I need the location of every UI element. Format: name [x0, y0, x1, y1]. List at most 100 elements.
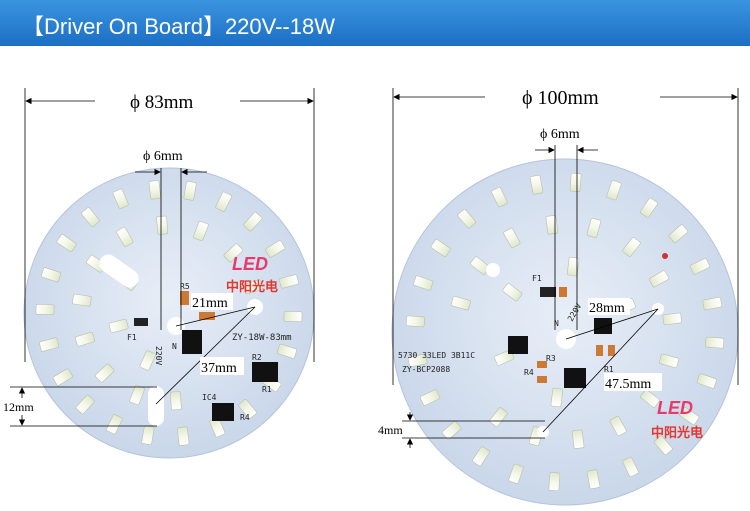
left-resistor-2 — [180, 291, 189, 305]
left-silk-n: N — [172, 342, 177, 351]
right-ic-chip-1 — [508, 336, 528, 354]
left-dimensions: ϕ 83mm ϕ 6mm 21mm 37mm 12mm — [3, 88, 315, 427]
led-chip — [606, 180, 622, 201]
led-chip — [609, 415, 627, 437]
led-chip — [545, 215, 559, 235]
right-silk-r1: R1 — [604, 365, 614, 374]
right-dim-47: 47.5mm — [605, 377, 651, 392]
right-led-array — [405, 172, 725, 492]
right-dim-28: 28mm — [589, 301, 625, 316]
led-chip — [508, 463, 524, 484]
led-chip — [430, 239, 451, 257]
led-chip — [148, 180, 161, 200]
led-chip — [569, 172, 582, 192]
led-chip — [108, 318, 129, 333]
left-ic-chip-2 — [252, 362, 278, 382]
led-chip — [571, 429, 585, 449]
left-hole-label: ϕ 6mm — [143, 149, 183, 164]
right-ic-chip-3 — [564, 368, 586, 388]
left-silk-r5: R5 — [180, 282, 190, 291]
right-silk-r4: R4 — [524, 368, 534, 377]
right-fuse — [540, 287, 556, 297]
led-chip — [193, 220, 209, 242]
led-chip — [662, 312, 682, 326]
right-dimensions: ϕ 100mm ϕ 6mm 28mm 47.5mm 4mm — [378, 87, 739, 448]
led-chip — [112, 188, 129, 209]
led-chip — [243, 279, 264, 295]
left-slot-cutout — [99, 254, 139, 288]
logo-led-text-2: LED — [657, 398, 693, 418]
led-chip — [41, 267, 62, 283]
right-resistor-4 — [596, 345, 603, 356]
led-chip — [472, 446, 490, 467]
led-chip — [95, 363, 115, 383]
led-chip — [653, 435, 673, 456]
right-silk-f1: F1 — [532, 274, 542, 283]
right-board: 5730 33LED 3B11C ZY-BCP2088 220V R3 R4 R… — [391, 158, 739, 506]
led-chip — [503, 227, 521, 249]
left-dim-37: 37mm — [201, 361, 237, 376]
led-chip — [74, 331, 95, 347]
header-banner: 【Driver On Board】220V--18W — [0, 0, 750, 46]
led-chip — [52, 368, 73, 386]
led-chip — [548, 472, 561, 492]
left-pcb-label: ZY-18W-83mm — [232, 333, 292, 343]
led-chip — [39, 337, 60, 352]
led-chip — [679, 407, 700, 425]
right-dim-4: 4mm — [378, 423, 403, 437]
led-chip — [156, 215, 169, 235]
led-chip — [35, 304, 55, 316]
led-chip — [640, 389, 660, 408]
left-diameter-label: ϕ 83mm — [130, 92, 194, 113]
led-chip — [169, 391, 182, 411]
led-chip — [238, 399, 257, 419]
led-chip — [640, 197, 658, 218]
right-resistor-3 — [537, 376, 547, 383]
led-chip — [265, 240, 286, 258]
left-ic-chip-3 — [212, 403, 234, 421]
led-chip — [566, 256, 580, 277]
left-ic-chip — [182, 330, 202, 354]
right-pcb-label-1: 5730 33LED 3B11C — [398, 351, 475, 360]
led-chip — [177, 426, 190, 446]
left-led-array — [35, 180, 303, 446]
right-diameter-label: ϕ 100mm — [522, 87, 599, 109]
logo-cn-text-2: 中阳光电 — [651, 425, 703, 441]
led-chip — [75, 394, 95, 415]
led-chip — [689, 258, 710, 275]
led-chip — [405, 315, 425, 328]
left-dim-12: 12mm — [3, 400, 34, 414]
left-silk-r2: R2 — [252, 353, 262, 362]
right-resistor-1 — [559, 287, 567, 297]
left-silk-ic4: IC4 — [202, 393, 217, 402]
logo-left: LED 中阳光电 — [226, 254, 278, 295]
led-chip — [420, 389, 441, 406]
left-dim-21: 21mm — [192, 296, 228, 311]
right-hole-label: ϕ 6mm — [540, 127, 580, 142]
led-chip — [705, 336, 725, 349]
left-silk-r4: R4 — [240, 413, 250, 422]
led-chip — [529, 174, 544, 195]
left-resistor — [199, 312, 215, 320]
led-chip — [413, 275, 434, 291]
led-chip — [407, 353, 428, 368]
led-chip — [502, 283, 523, 302]
led-chip — [586, 217, 602, 238]
logo-led-text: LED — [232, 254, 268, 274]
led-chip — [106, 414, 123, 435]
led-chip — [622, 456, 639, 477]
right-marker-dot — [662, 253, 668, 259]
left-mount-slot — [148, 386, 164, 426]
led-chip — [586, 469, 601, 490]
led-chip — [696, 373, 717, 389]
led-chip — [457, 208, 477, 229]
led-chip — [648, 270, 670, 288]
led-chip — [215, 191, 232, 212]
led-chip — [550, 387, 564, 408]
led-chip — [702, 296, 723, 311]
logo-cn-text: 中阳光电 — [226, 279, 278, 295]
led-chip — [489, 407, 508, 427]
left-board: ZY-18W-83mm 220V R5 F1 R2 R1 R4 IC4 N — [23, 167, 315, 459]
right-resistor-2 — [537, 361, 547, 368]
